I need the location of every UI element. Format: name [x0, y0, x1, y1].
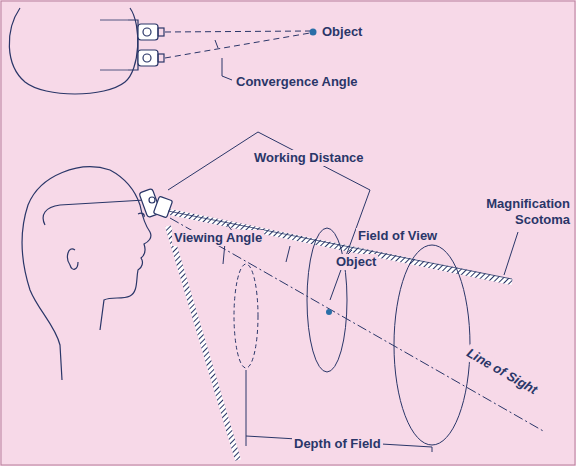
- diagram-label: Viewing Angle: [172, 230, 264, 246]
- diagram-label: Depth of Field: [292, 436, 383, 452]
- diagram-label: Object: [320, 24, 364, 40]
- diagram-label: Magnification Scotoma: [460, 196, 572, 228]
- diagram-label: Convergence Angle: [234, 74, 360, 90]
- diagram-label: Working Distance: [252, 150, 366, 166]
- diagram-label: Object: [334, 254, 378, 270]
- diagram-label: Field of View: [356, 228, 439, 244]
